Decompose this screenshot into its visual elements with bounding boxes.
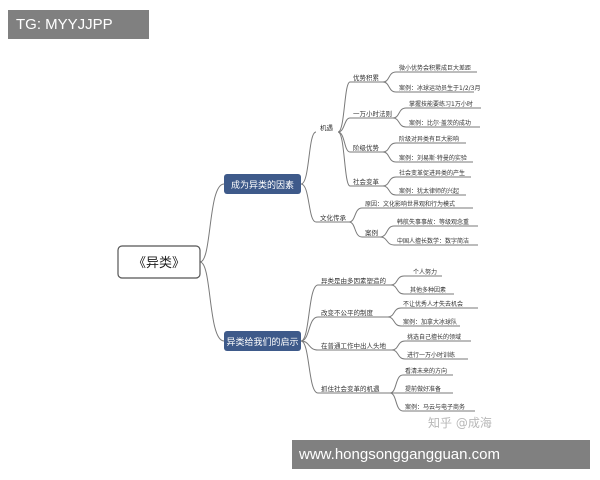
leaf-shehui-1: 社会变革促进异类的产生 <box>399 169 465 177</box>
connector-wenhua-anli <box>348 221 380 238</box>
leaf-youshi-1: 微小优势会积累成巨大差距 <box>399 64 471 72</box>
connector-root-branch1 <box>199 183 225 263</box>
bottom-right-overlay-url[interactable]: www.hongsonggangguan.com <box>292 440 590 469</box>
connector-branch2-child4 <box>300 340 319 394</box>
topic-b2-child4: 抓住社会变革的机遇 <box>321 384 380 393</box>
leaf-b2c1-2: 其他多种因素 <box>410 286 446 294</box>
leaf-wanxiaoshi-2: 案例：比尔·盖茨的成功 <box>409 119 471 127</box>
connector-jiyu-youshi <box>337 81 351 133</box>
connector-anli-leaf1 <box>379 225 478 238</box>
connector-b2c3-leaf2 <box>391 349 468 360</box>
leaf-b2c2-1: 不让优秀人才失去机会 <box>403 300 463 308</box>
leaf-anli-1: 韩航失事事故：等级观念重 <box>397 218 469 226</box>
topic-wenhua-anli: 案例 <box>365 228 378 237</box>
topic-wanxiaoshi: 一万小时法则 <box>353 109 392 118</box>
leaf-b2c4-2: 提前做好准备 <box>405 385 441 393</box>
branch-node-factors[interactable] <box>224 174 301 194</box>
topic-shehui: 社会变革 <box>353 177 380 186</box>
connector-youshi-leaf2 <box>382 81 474 93</box>
connector-wanxiaoshi-leaf1 <box>392 107 481 119</box>
connector-b2c1-leaf1 <box>390 275 442 286</box>
connector-b2c1-leaf2 <box>390 284 454 295</box>
connector-jieji-leaf1 <box>382 142 466 153</box>
leaf-shehui-2: 案例：犹太律师的兴起 <box>399 187 459 195</box>
leaf-youshi-2: 案例：冰球运动员生于1/2/3月 <box>399 84 481 92</box>
connector-anli-leaf2 <box>379 236 478 246</box>
connector-branch2-child1 <box>300 284 319 342</box>
root-label: 《异类》 <box>133 256 185 271</box>
connector-branch2-child2 <box>300 316 319 342</box>
leaf-jieji-1: 阶级对异类有巨大影响 <box>399 135 459 143</box>
connector-b2c4-leaf3 <box>389 392 475 412</box>
connector-branch1-wenhua <box>300 183 317 223</box>
leaf-anli-2: 中国人擅长数学：数字简洁 <box>397 237 469 245</box>
connector-b2c2-leaf2 <box>387 316 460 327</box>
root-node[interactable] <box>117 245 201 279</box>
topic-b2-child1: 异类是由多因素塑造的 <box>321 276 387 285</box>
connector-b2c3-leaf1 <box>391 340 471 351</box>
leaf-wenhua-yuanyin: 原因：文化影响世界观和行为模式 <box>365 200 455 208</box>
topic-b2-child3: 在普通工作中出人头地 <box>321 341 387 350</box>
connector-wenhua-yuanyin <box>348 207 473 223</box>
connector-youshi-leaf1 <box>382 71 477 83</box>
connector-shehui-leaf1 <box>382 176 471 187</box>
leaf-b2c3-1: 挑选自己擅长的领域 <box>407 333 461 341</box>
connector-wanxiaoshi-leaf2 <box>392 117 480 128</box>
leaf-b2c4-3: 案例：马云与电子商务 <box>405 403 465 411</box>
leaf-wanxiaoshi-1: 掌握技能要练习1万小时 <box>409 100 473 108</box>
zhihu-watermark: 知乎 @成海 <box>428 416 492 430</box>
branch-label-factors: 成为异类的因素 <box>231 179 294 191</box>
leaf-b2c1-1: 个人努力 <box>413 268 437 276</box>
connector-jieji-leaf2 <box>382 151 473 163</box>
top-left-overlay-label: TG: MYYJJPP <box>8 10 149 39</box>
topic-youshi: 优势积累 <box>353 73 380 82</box>
leaf-b2c4-1: 看清未来的方向 <box>405 367 447 375</box>
topic-jiyu: 机遇 <box>320 123 334 132</box>
leaf-b2c3-2: 进行一万小时训练 <box>407 351 455 359</box>
branch-node-insights[interactable] <box>224 331 301 351</box>
connector-branch1-jiyu <box>300 131 317 185</box>
connector-jiyu-shehui <box>337 131 351 187</box>
branch-label-insights: 异类给我们的启示 <box>226 336 298 348</box>
leaf-jieji-2: 案例：刘易斯·特曼的实验 <box>399 154 467 162</box>
leaf-b2c2-2: 案例：加拿大冰球队 <box>403 318 457 326</box>
topic-jieji: 阶级优势 <box>353 143 380 152</box>
connector-root-branch2 <box>199 261 225 342</box>
connector-branch2-child3 <box>300 340 319 351</box>
connector-lines <box>199 71 481 412</box>
topic-wenhua: 文化传承 <box>320 213 347 222</box>
connector-jiyu-wanxiaoshi <box>337 117 351 133</box>
connector-b2c2-leaf1 <box>387 307 478 318</box>
topic-b2-child2: 改变不公平的制度 <box>321 308 374 317</box>
connector-b2c4-leaf1 <box>389 374 453 394</box>
connector-shehui-leaf2 <box>382 185 466 196</box>
connector-jiyu-jieji <box>337 131 351 153</box>
